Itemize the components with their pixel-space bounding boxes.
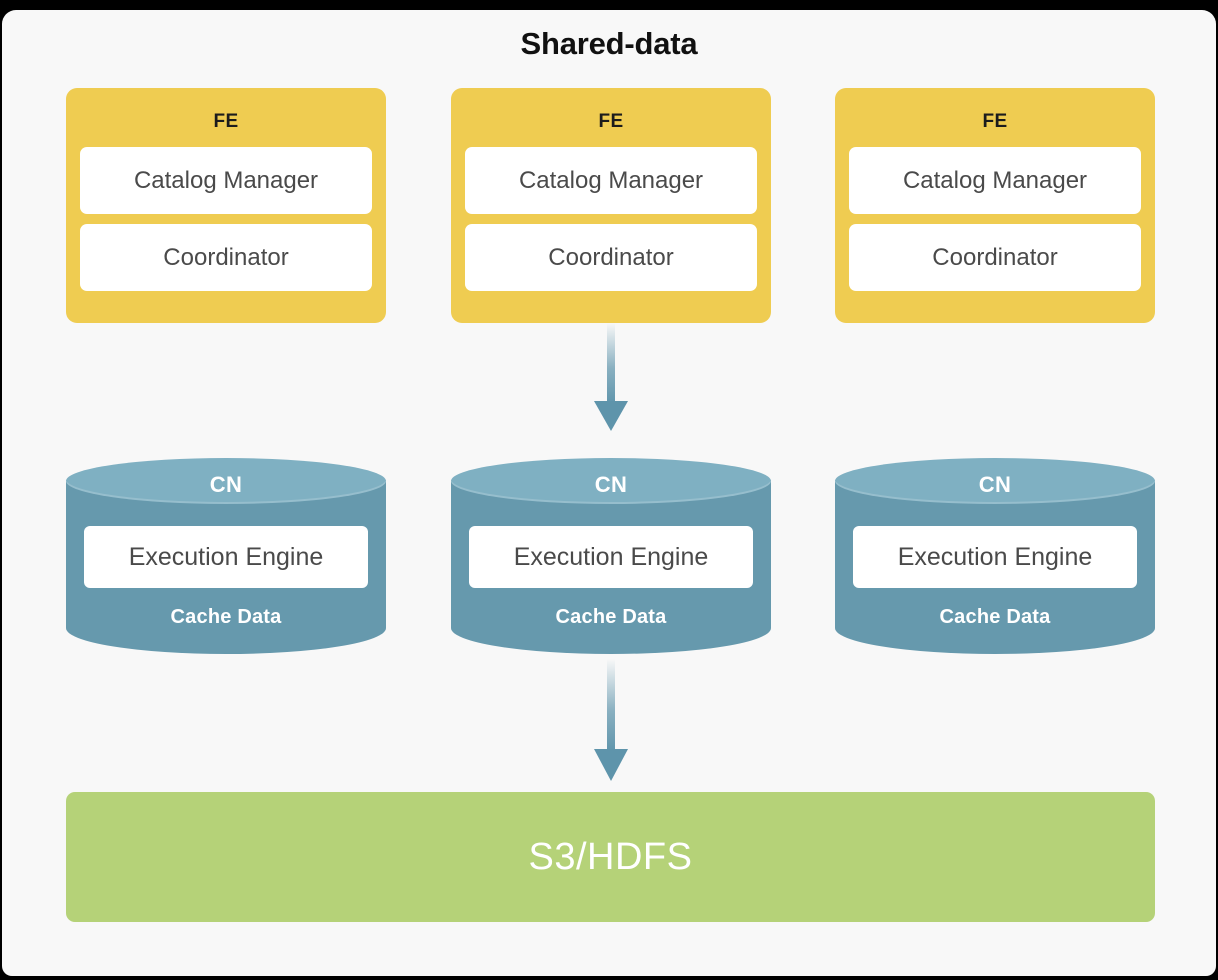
cn-to-storage-arrow (588, 659, 634, 784)
cn-node-2-execution-engine: Execution Engine (469, 526, 753, 588)
page-title: Shared-data (520, 26, 698, 61)
fe-node-1: FE Catalog Manager Coordinator (66, 88, 386, 323)
storage-layer: S3/HDFS (66, 792, 1155, 922)
cn-node-1: CN Execution Engine Cache Data (66, 458, 386, 654)
fe-node-2: FE Catalog Manager Coordinator (451, 88, 771, 323)
cn-node-3-cache-data: Cache Data (939, 606, 1051, 628)
fe-node-1-catalog-manager: Catalog Manager (80, 147, 372, 214)
cn-node-1-cylinder-top (66, 458, 386, 504)
cn-node-2-cache-data: Cache Data (555, 606, 667, 628)
fe-node-1-title: FE (213, 111, 239, 132)
cn-node-3-execution-engine: Execution Engine (853, 526, 1137, 588)
cn-node-1-title: CN (209, 472, 243, 497)
diagram-card: Shared-data FE Catalog Manager Coordinat… (2, 10, 1216, 976)
fe-node-1-coordinator: Coordinator (80, 224, 372, 291)
fe-node-2-catalog-manager: Catalog Manager (465, 147, 757, 214)
cn-node-3-cylinder-top (835, 458, 1155, 504)
fe-to-cn-arrow (588, 323, 634, 433)
fe-node-2-coordinator: Coordinator (465, 224, 757, 291)
fe-node-3-coordinator: Coordinator (849, 224, 1141, 291)
fe-node-3: FE Catalog Manager Coordinator (835, 88, 1155, 323)
cn-node-2: CN Execution Engine Cache Data (451, 458, 771, 654)
cn-node-3-title: CN (978, 472, 1012, 497)
cn-node-3: CN Execution Engine Cache Data (835, 458, 1155, 654)
cn-node-1-cache-data: Cache Data (170, 606, 282, 628)
fe-node-2-title: FE (598, 111, 624, 132)
cn-node-1-execution-engine: Execution Engine (84, 526, 368, 588)
fe-node-3-title: FE (982, 111, 1008, 132)
cn-node-2-title: CN (594, 472, 628, 497)
cn-node-2-cylinder-top (451, 458, 771, 504)
fe-node-3-catalog-manager: Catalog Manager (849, 147, 1141, 214)
